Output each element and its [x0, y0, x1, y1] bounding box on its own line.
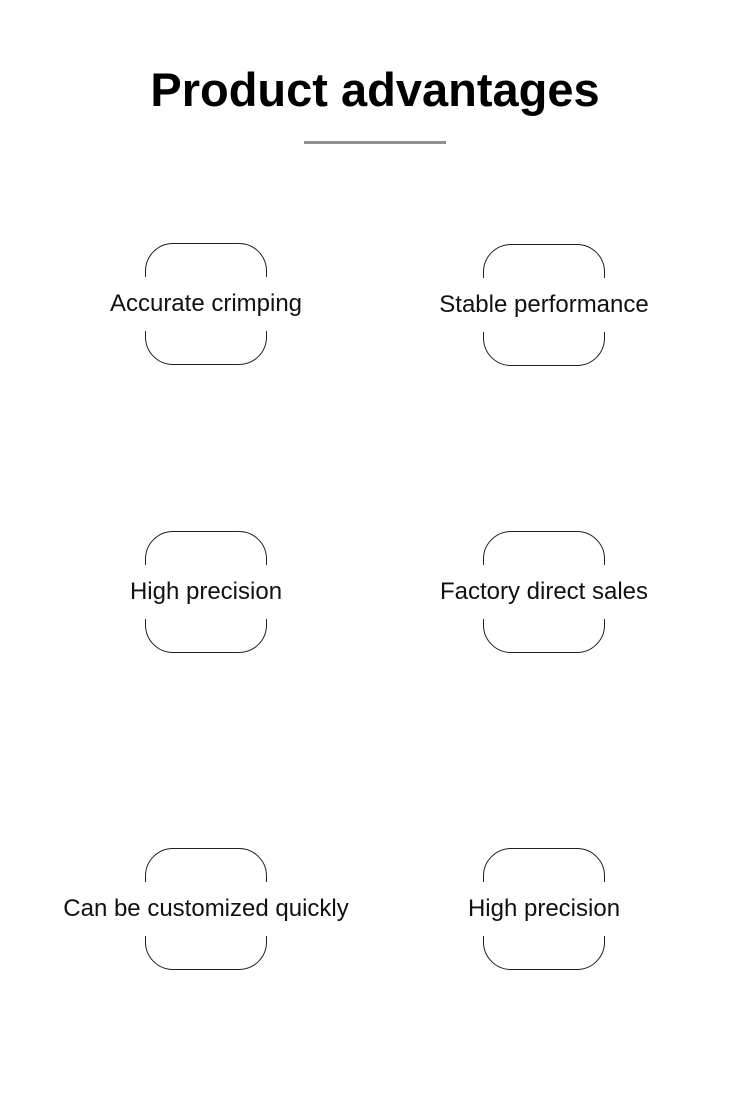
feature-factory-direct-sales: Factory direct sales	[433, 531, 655, 653]
feature-label: Accurate crimping	[103, 277, 309, 331]
feature-label: High precision	[123, 565, 289, 619]
feature-high-precision-1: High precision	[123, 531, 289, 653]
feature-stable-performance: Stable performance	[433, 244, 655, 366]
page-title: Product advantages	[150, 63, 600, 116]
title-divider	[304, 141, 446, 144]
feature-label: Stable performance	[433, 278, 655, 332]
feature-label: High precision	[461, 882, 627, 936]
feature-accurate-crimping: Accurate crimping	[103, 243, 309, 365]
feature-label: Factory direct sales	[433, 565, 655, 619]
feature-high-precision-2: High precision	[461, 848, 627, 970]
feature-label: Can be customized quickly	[57, 882, 355, 936]
feature-customized-quickly: Can be customized quickly	[57, 848, 355, 970]
